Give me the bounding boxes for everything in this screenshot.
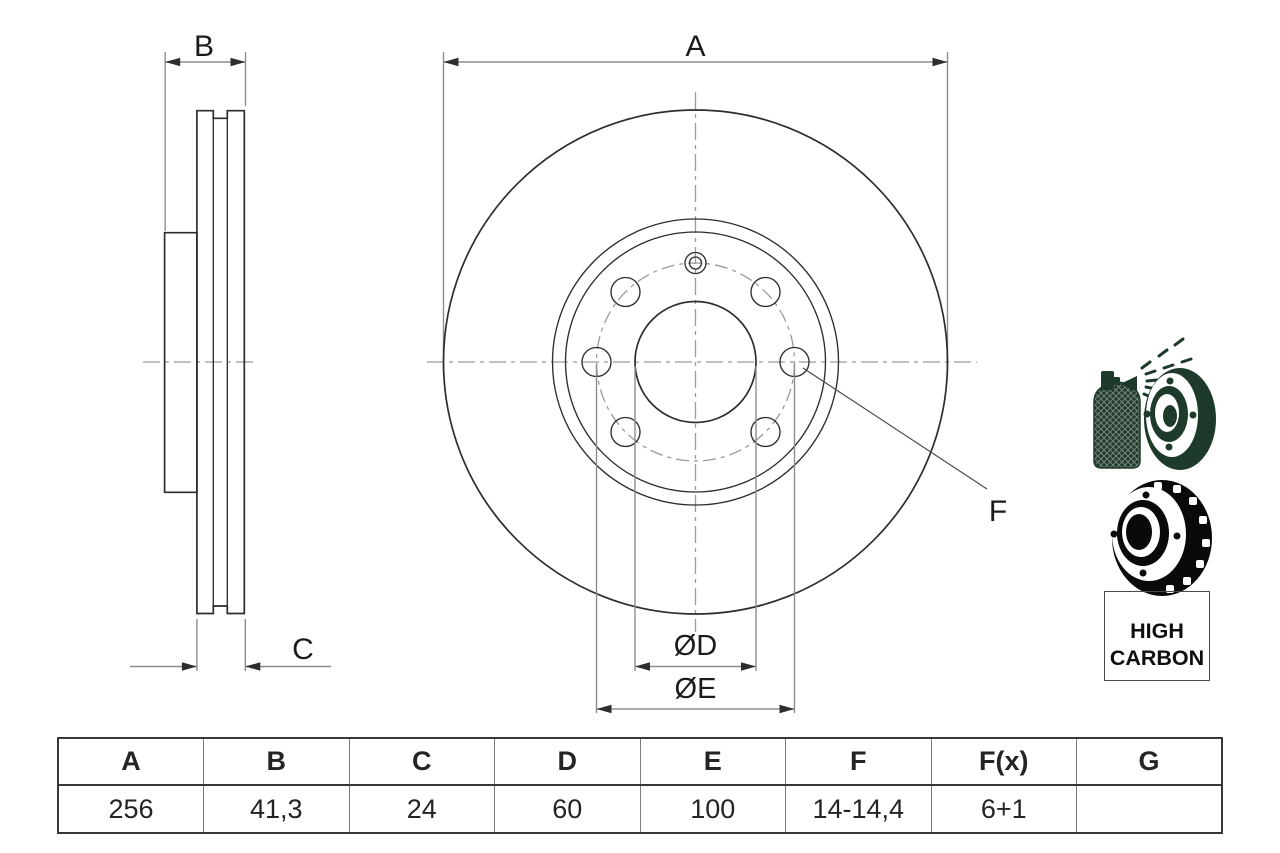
arrowhead: [741, 662, 756, 671]
vented-disc-icon: [1110, 480, 1212, 596]
spec-value-f: 14-14,4: [785, 785, 931, 833]
front-view: A ØD ØE: [427, 30, 1007, 714]
bolt-hole: [610, 276, 641, 308]
spec-value-b: 41,3: [203, 785, 349, 833]
spray-can-body: [1093, 381, 1141, 469]
side-view: B C: [130, 30, 331, 671]
spec-table: A B C D E F F(x) G 256 41,3 24 60 100 14…: [57, 737, 1223, 834]
arrowhead: [779, 704, 795, 714]
spec-header-a: A: [58, 738, 204, 786]
high-carbon-line2: CARBON: [1109, 646, 1205, 670]
technical-drawing: B C A: [130, 30, 1216, 714]
bolt-hole: [610, 416, 641, 448]
arrowhead: [245, 662, 261, 671]
spec-header-b: B: [203, 738, 349, 786]
hat-rim-circle: [564, 231, 827, 493]
arrowhead: [932, 57, 948, 67]
dim-label-a: A: [685, 30, 705, 63]
spec-value-a: 256: [108, 793, 154, 824]
spec-header-d: D: [494, 738, 640, 786]
hat-section-outline: [163, 231, 198, 494]
arrowhead: [230, 57, 246, 67]
spec-value-c: 24: [348, 785, 495, 833]
dim-label-e: ØE: [675, 673, 717, 705]
bolt-hole: [750, 276, 781, 308]
spec-header-g: G: [1076, 738, 1222, 786]
arrowhead: [165, 57, 181, 67]
spec-header-c: C: [348, 738, 495, 786]
arrowhead: [181, 662, 197, 671]
spray-nozzle: [1112, 377, 1120, 385]
spec-table-value-row: 256 41,3 24 60 100 14-14,4 6+1: [58, 785, 1222, 833]
arrowhead: [443, 57, 459, 67]
spec-header-e: E: [639, 738, 786, 786]
f-leader-line: [802, 367, 988, 490]
hat-flange-circle: [551, 218, 840, 506]
high-carbon-badge: HIGH CARBON: [1104, 591, 1210, 681]
coated-disc: [1143, 368, 1216, 470]
spec-header-f: F: [785, 738, 931, 786]
bolt-hole: [750, 416, 781, 448]
outer-diameter-circle: [442, 109, 949, 615]
spec-value-fx: 6+1: [930, 785, 1077, 833]
dim-label-d: ØD: [674, 630, 718, 662]
spray-can-cap: [1101, 371, 1114, 390]
arrowhead: [635, 662, 650, 671]
spec-table-header-row: A B C D E F F(x) G: [58, 738, 1222, 786]
locating-hole-inner: [688, 256, 703, 270]
center-bore-circle: [634, 300, 757, 424]
arrowhead: [596, 704, 612, 714]
dim-label-b: B: [194, 30, 214, 63]
spray-cone: [1120, 376, 1137, 392]
high-carbon-line1: HIGH: [1130, 619, 1184, 643]
spec-value-e: 100: [639, 785, 786, 833]
coating-spray-disc-icon: [1093, 337, 1216, 470]
spec-header-fx: F(x): [930, 738, 1077, 786]
dim-label-f: F: [989, 495, 1007, 528]
spec-value-g: [1076, 785, 1222, 833]
bolt-circle-centerline: [595, 262, 796, 462]
spec-value-d: 60: [494, 785, 640, 833]
dim-label-c: C: [292, 633, 314, 666]
locating-hole: [684, 251, 707, 275]
